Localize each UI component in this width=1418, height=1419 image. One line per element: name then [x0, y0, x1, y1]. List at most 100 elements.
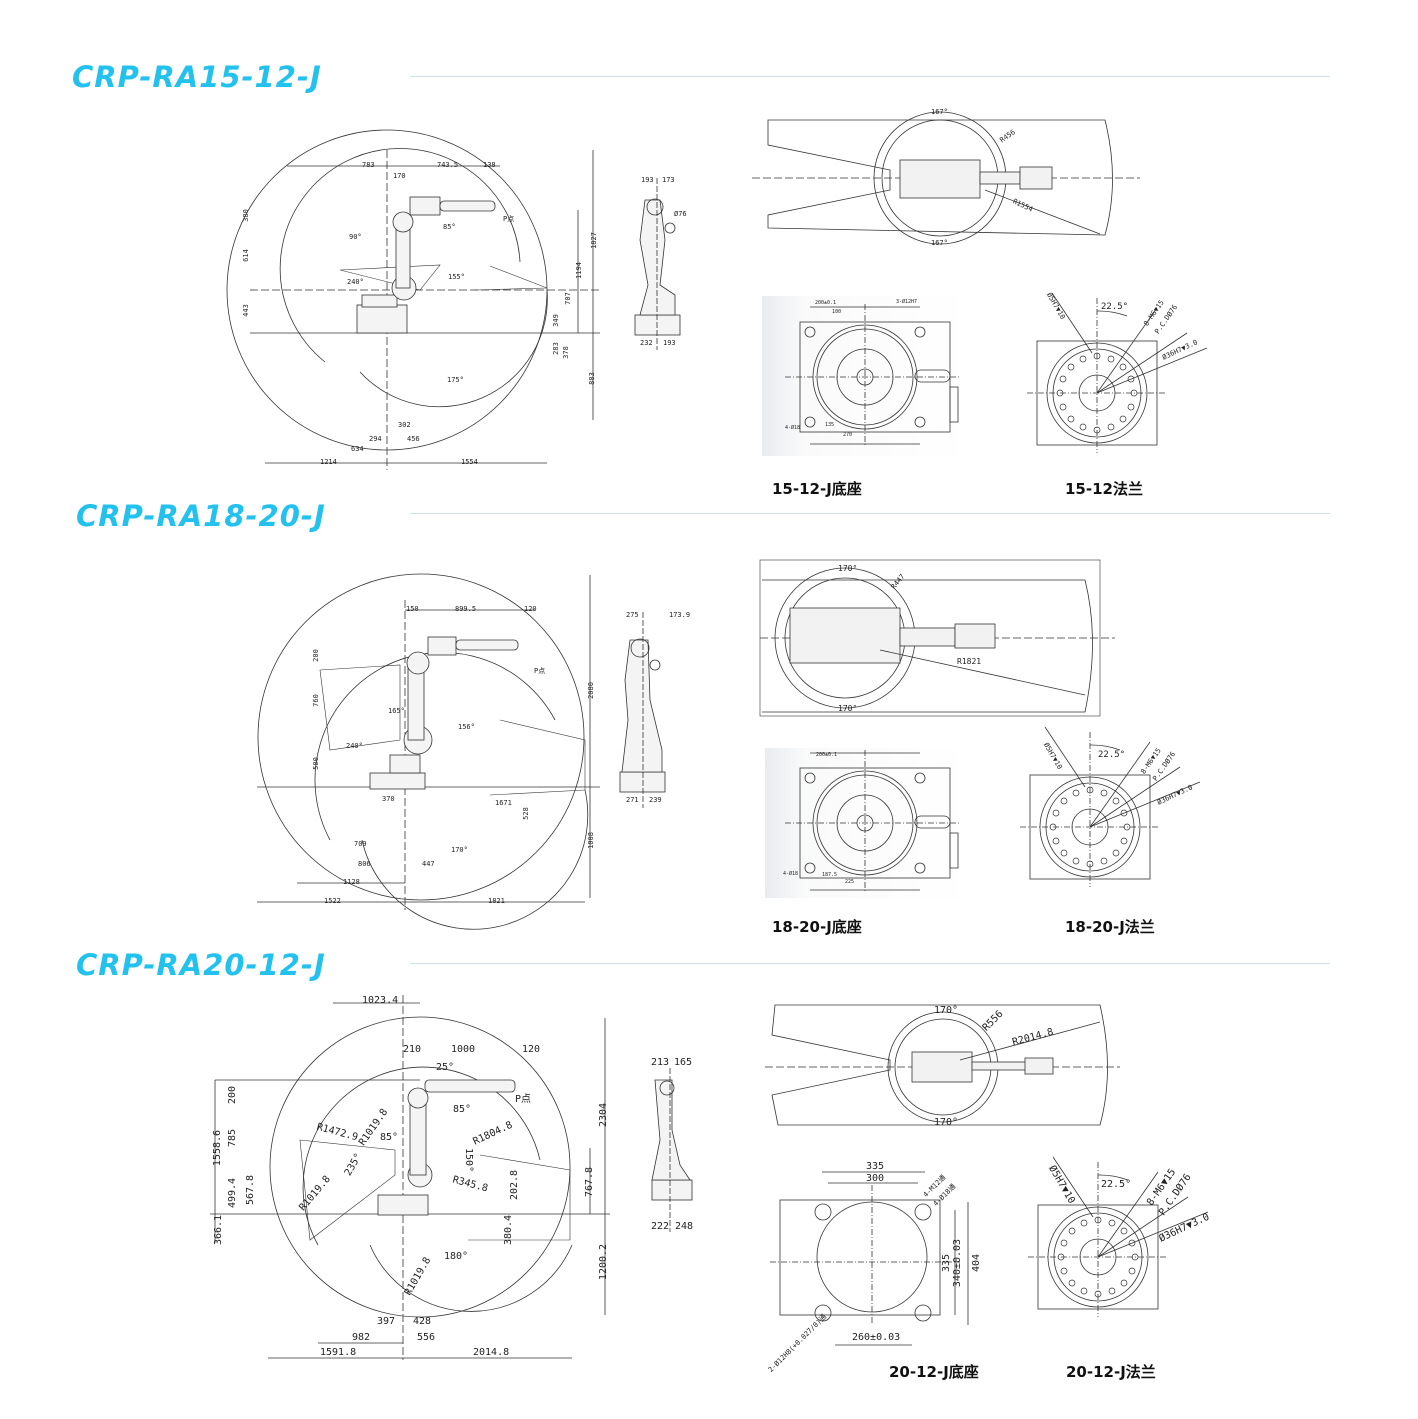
ra18-top-view	[759, 559, 1115, 717]
angle-label: 85°	[380, 1132, 399, 1143]
dim-label: 447	[422, 860, 435, 868]
flange-caption: 20-12-J法兰	[1066, 1363, 1156, 1381]
dim-label: 200	[311, 649, 320, 662]
dim-label: 349	[551, 314, 560, 327]
ra18-end-view	[619, 612, 666, 808]
ra20-base-plate	[770, 1171, 969, 1346]
dim-label: 2014.8	[473, 1347, 510, 1358]
dim-label: 806	[358, 860, 371, 868]
dim-label: 883	[587, 372, 596, 385]
dim-label: Ø76	[674, 210, 687, 218]
radius-label: R1821	[957, 657, 982, 666]
dim-label: 165	[674, 1057, 693, 1068]
dim-label: 567.8	[245, 1174, 257, 1206]
dim-label: 210	[403, 1044, 422, 1055]
dim-label: 397	[377, 1316, 396, 1327]
angle-label: 156°	[458, 723, 475, 731]
point-label: P点	[503, 215, 515, 223]
dim-label: 380.4	[503, 1214, 515, 1246]
ra18-base-plate	[784, 749, 961, 894]
dim-label: 1821	[488, 897, 505, 905]
flange-label: 22.5°	[1101, 302, 1129, 312]
angle-label: 25°	[436, 1062, 455, 1073]
dim-label: 300	[866, 1173, 885, 1184]
dim-label: 1000	[451, 1044, 476, 1055]
dim-label: 528	[521, 807, 530, 820]
dim-label: 743.5	[437, 161, 459, 169]
dim-label: 370	[382, 795, 395, 803]
ra20-end-view	[651, 1068, 693, 1232]
angle-label: 170°	[838, 704, 858, 713]
dim-label: 1023.4	[362, 995, 399, 1006]
dim-label: 4-Ø18	[785, 425, 801, 431]
section-divider	[410, 513, 1330, 514]
section-title-ra20: CRP-RA20-12-J	[76, 948, 326, 982]
angle-label: 167°	[931, 239, 948, 247]
dim-label: 783	[362, 161, 375, 169]
angle-label: 240°	[347, 278, 364, 286]
dim-label: 378	[561, 346, 570, 359]
flange-label: 22.5°	[1098, 750, 1126, 760]
base-caption: 18-20-J底座	[772, 918, 862, 936]
base-caption: 20-12-J底座	[889, 1363, 979, 1381]
dim-label: 239	[649, 796, 662, 804]
dim-label: 982	[352, 1332, 371, 1343]
angle-label: 90°	[349, 233, 362, 241]
dim-label: 380	[241, 209, 250, 222]
flange-label: 22.5°	[1101, 1179, 1132, 1190]
angle-label: 150°	[463, 1147, 475, 1173]
dim-label: 271	[626, 796, 639, 804]
point-label: P点	[534, 667, 546, 675]
dim-label: 340±0.03	[952, 1238, 964, 1288]
dim-label: 222	[651, 1221, 670, 1232]
dim-label: 366.1	[213, 1214, 225, 1246]
dim-label: 428	[413, 1316, 432, 1327]
dim-label: 150	[406, 605, 419, 613]
dim-label: 1671	[495, 799, 512, 807]
flange-caption: 18-20-J法兰	[1065, 918, 1155, 936]
angle-label: 170°	[451, 846, 468, 854]
point-label: P点	[515, 1094, 532, 1105]
dim-label: 899.5	[455, 605, 477, 613]
dim-label: 120	[524, 605, 537, 613]
angle-label: 240°	[346, 742, 363, 750]
ra20-top-view	[765, 1004, 1120, 1126]
dim-label: 135	[825, 422, 835, 428]
angle-label: 170°	[934, 1117, 959, 1128]
section-divider	[410, 963, 1330, 964]
dim-label: 335	[866, 1161, 885, 1172]
angle-label: 85°	[443, 223, 456, 231]
section-divider	[410, 76, 1330, 77]
angle-label: 85°	[453, 1104, 472, 1115]
dim-label: 767.8	[584, 1166, 596, 1198]
dim-label: 3-Ø12H7	[896, 299, 918, 305]
dim-label: 500	[311, 757, 320, 770]
dim-label: 120	[522, 1044, 541, 1055]
flange-caption: 15-12法兰	[1065, 480, 1143, 498]
dim-label: 170	[393, 172, 406, 180]
angle-label: 155°	[448, 273, 465, 281]
base-caption: 15-12-J底座	[772, 480, 862, 498]
dim-label: 200±0.1	[816, 752, 838, 758]
dim-label: 1194	[574, 262, 583, 279]
dim-label: 193	[663, 339, 676, 347]
dim-label: 443	[241, 304, 250, 317]
dim-label: 193	[641, 176, 654, 184]
ra15-end-view	[634, 178, 681, 350]
dim-label: 614	[241, 249, 250, 262]
ra20-side-view	[210, 995, 610, 1360]
dim-label: 4-Ø18	[783, 871, 799, 877]
section-title-ra15: CRP-RA15-12-J	[72, 60, 322, 94]
dim-label: 202.8	[509, 1169, 521, 1201]
ra15-flange	[1026, 292, 1208, 454]
dim-label: 760	[311, 694, 320, 707]
dim-label: 302	[398, 421, 411, 429]
ra18-side-view	[257, 573, 600, 930]
dim-label: 1522	[324, 897, 341, 905]
dim-label: 1200.2	[598, 1243, 610, 1281]
dim-label: 294	[369, 435, 382, 443]
ra15-top-view	[752, 111, 1140, 245]
dim-label: 283	[551, 342, 560, 355]
dim-label: 270	[843, 432, 853, 438]
